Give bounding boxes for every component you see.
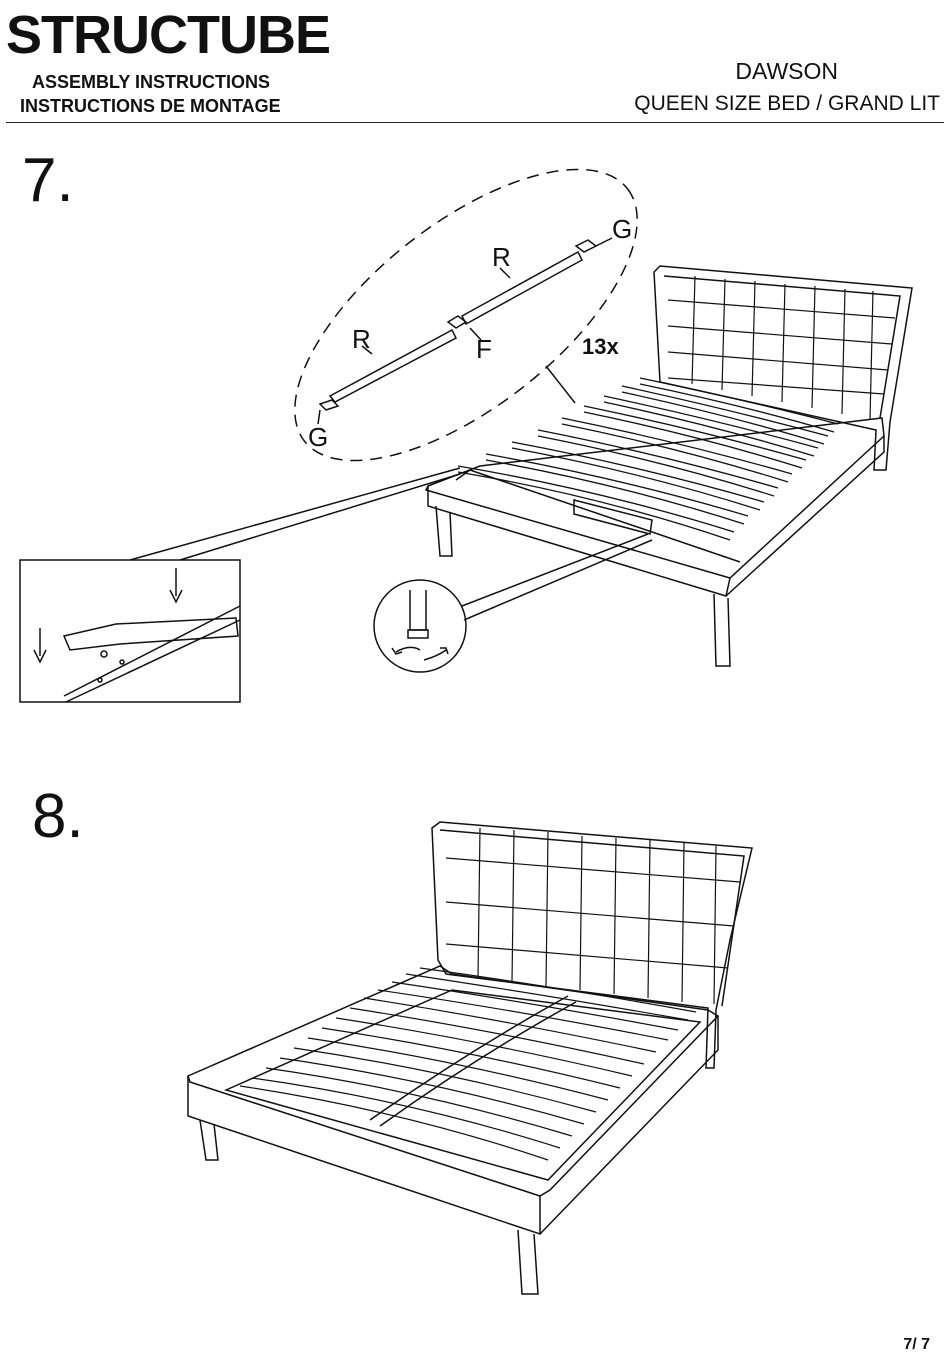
bed-frame-8 — [188, 966, 718, 1196]
detail-box-slat-cap — [20, 560, 240, 702]
part-label-r-left: R — [352, 324, 371, 354]
slat-left — [330, 330, 456, 402]
slat-detail-ellipse — [248, 116, 684, 513]
page-number: 7/ 7 — [903, 1336, 930, 1354]
part-label-g-right: G — [612, 214, 632, 244]
part-label-g-left: G — [308, 422, 328, 452]
detail-circle-leg-adjust — [374, 580, 466, 672]
part-label-r-right: R — [492, 242, 511, 272]
end-cap-right — [576, 240, 596, 252]
slat-right — [462, 252, 582, 324]
part-label-f: F — [476, 334, 492, 364]
quantity-label: 13x — [582, 334, 619, 359]
